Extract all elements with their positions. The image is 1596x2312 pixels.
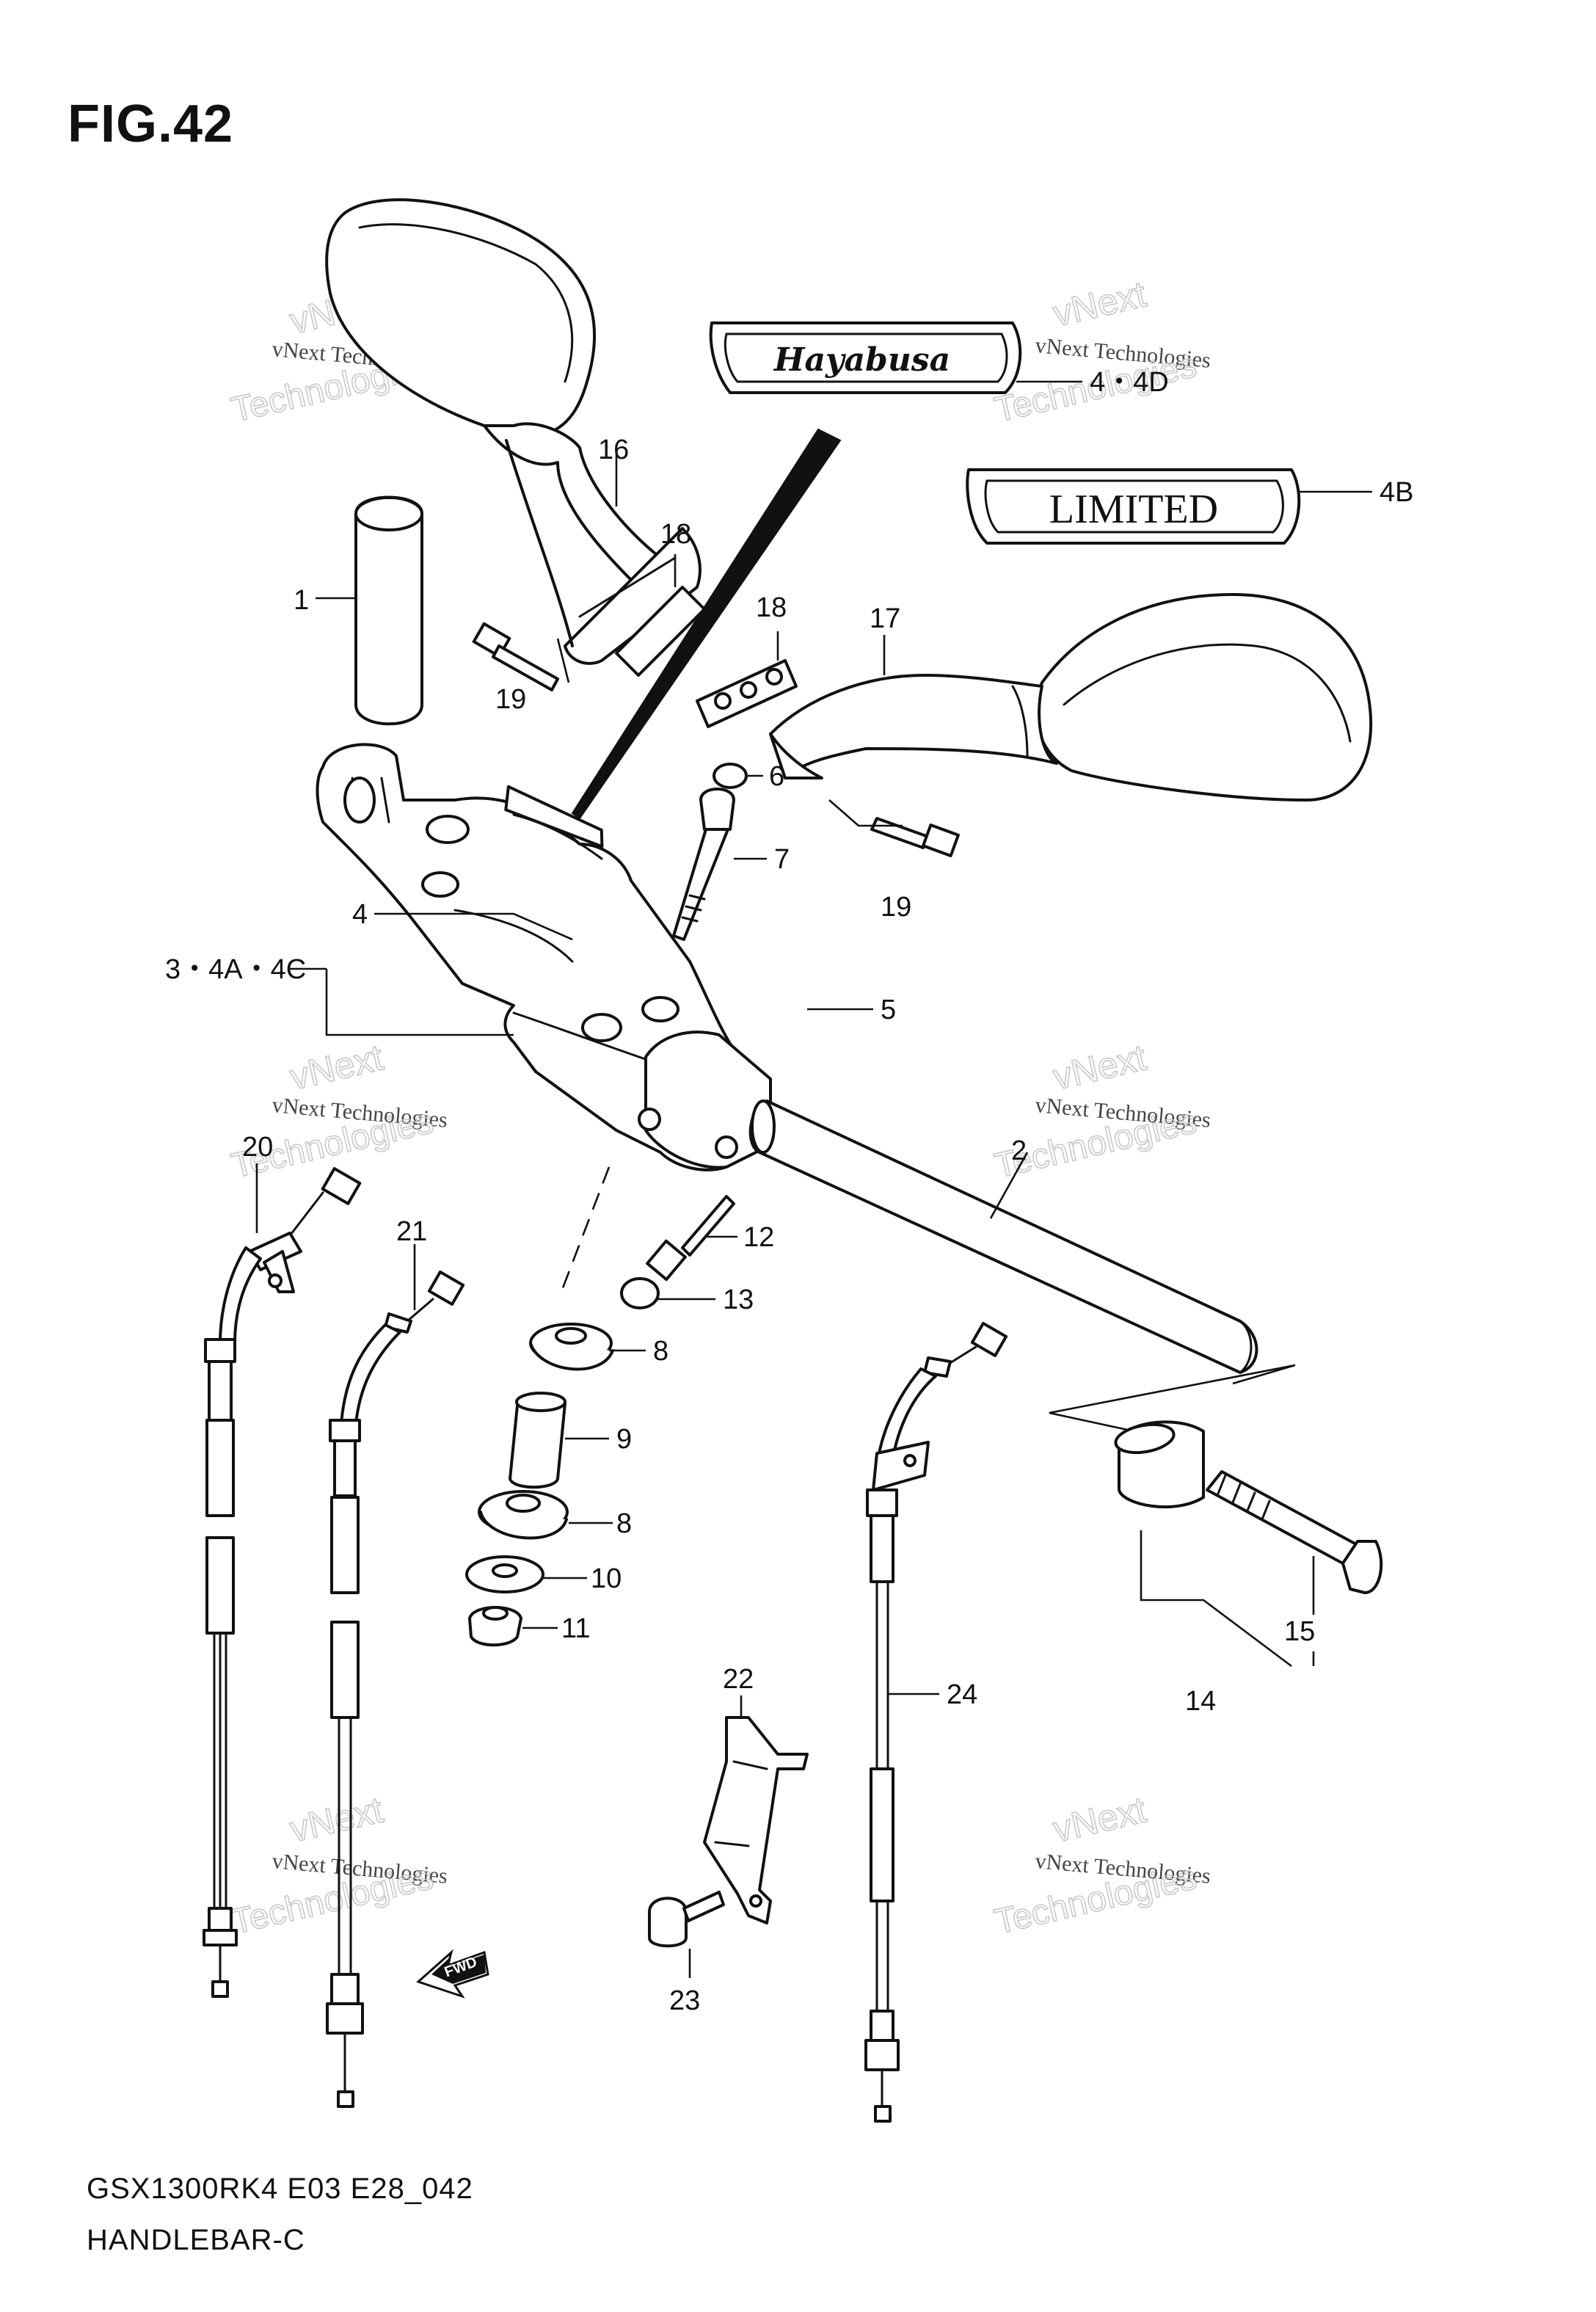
part-23-bolt (648, 1891, 725, 1948)
callout-23: 23 (669, 1985, 700, 2016)
callout-17: 17 (870, 603, 900, 634)
callout-6: 6 (769, 761, 784, 792)
callout-24: 24 (947, 1679, 977, 1710)
leader-lines (255, 380, 1372, 1978)
part-10-washer (465, 1555, 544, 1593)
hayabusa-emblem-text: Hayabusa (773, 341, 950, 379)
part-2-handlebar (748, 1099, 1258, 1374)
callout-18a: 18 (660, 519, 691, 550)
callout-20: 20 (242, 1132, 273, 1163)
callout-4: 4 (352, 899, 368, 930)
limited-emblem: LIMITED (966, 468, 1301, 545)
watermark-bottom-right: vNext vNext Technologies Technologies (991, 1789, 1211, 1943)
watermark-line1: vNext (1049, 1789, 1150, 1850)
callout-9: 9 (616, 1424, 632, 1455)
hayabusa-emblem: Hayabusa (709, 321, 1022, 394)
part-3-handlebar-holder (316, 743, 772, 1171)
part-8-damper-lower (478, 1490, 569, 1540)
callout-21: 21 (396, 1216, 427, 1247)
callout-1: 1 (294, 585, 309, 616)
part-6-cap (713, 763, 748, 789)
part-24-cable (864, 1322, 1008, 2123)
callout-14: 14 (1185, 1686, 1216, 1717)
part-7-bolt (672, 788, 735, 941)
callout-5: 5 (881, 995, 896, 1025)
part-21-throttle-cable (326, 1270, 465, 2108)
part-15-bar-end-screw (1206, 1470, 1383, 1594)
callout-13: 13 (723, 1284, 754, 1315)
callout-10: 10 (591, 1563, 622, 1594)
callout-3: 3・4A・4C (165, 954, 306, 985)
part-20-throttle-cable (203, 1167, 362, 1998)
callout-4-4d: 4・4D (1090, 367, 1169, 398)
callout-19b: 19 (881, 892, 911, 923)
part-14-bar-end (1114, 1420, 1205, 1508)
part-1-grip (354, 495, 423, 726)
callout-12: 12 (743, 1222, 774, 1253)
callout-15: 15 (1284, 1616, 1315, 1647)
part-17-right-mirror (769, 593, 1373, 801)
fwd-arrow-icon: FWD (416, 1949, 489, 1999)
part-18-spacer (696, 659, 798, 728)
part-13-cap (620, 1277, 660, 1309)
callout-7: 7 (774, 844, 790, 875)
callout-4b: 4B (1380, 477, 1413, 508)
callout-labels: 1 2 3・4A・4C 4 4・4D 4B 5 6 7 8 8 9 10 11 … (165, 367, 1413, 2016)
part-9-collar (509, 1392, 566, 1489)
watermark-line1: vNext (286, 1036, 387, 1097)
callout-19a: 19 (495, 684, 526, 715)
figure-title: FIG.42 (68, 95, 234, 153)
callout-22: 22 (723, 1664, 754, 1695)
watermark-line1: vNext (1049, 273, 1150, 334)
part-22-cable-bracket (703, 1716, 809, 1924)
callout-8a: 8 (653, 1336, 668, 1367)
center-line (560, 1166, 611, 1293)
callout-16: 16 (598, 435, 629, 465)
limited-emblem-text: LIMITED (1049, 487, 1218, 532)
callout-11: 11 (561, 1613, 590, 1644)
part-16-left-mirror (325, 198, 702, 665)
part-12-bolt (646, 1195, 735, 1282)
model-code: GSX1300RK4 E03 E28_042 (87, 2173, 473, 2205)
part-19-mirror-bolt-right (870, 817, 960, 857)
watermark-line1: vNext (286, 1789, 387, 1850)
watermark-top-right: vNext vNext Technologies Technologies (991, 273, 1211, 431)
callout-2: 2 (1011, 1135, 1027, 1166)
callout-18b: 18 (756, 592, 787, 623)
part-11-nut (468, 1606, 522, 1647)
handlebar-break-line (1049, 1364, 1296, 1444)
section-name: HANDLEBAR-C (87, 2224, 305, 2256)
part-19-mirror-bolt-left (472, 622, 559, 691)
watermark-mid-left: vNext vNext Technologies Technologies (227, 1036, 448, 1187)
part-8-damper-upper (529, 1323, 614, 1371)
watermark-line1: vNext (1049, 1036, 1150, 1097)
callout-8b: 8 (616, 1508, 632, 1539)
